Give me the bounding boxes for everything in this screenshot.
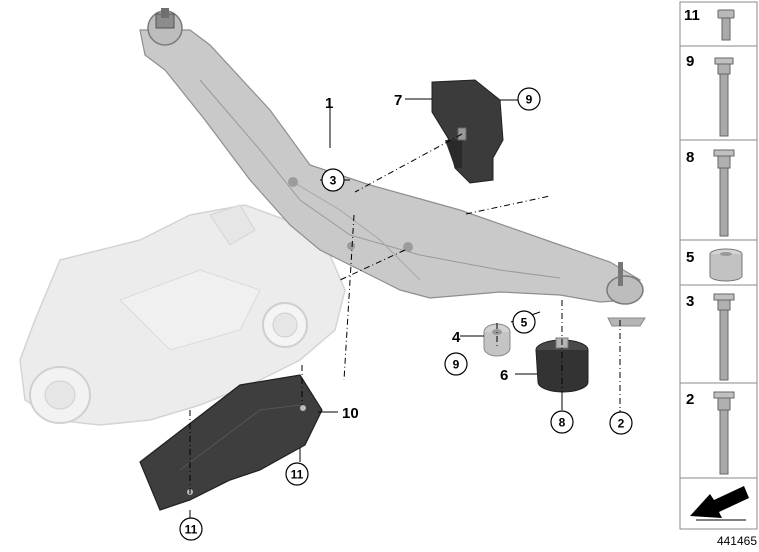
document-number: 441465	[717, 534, 757, 548]
callout-circle-3: 3	[321, 168, 345, 192]
callout-11a: 11	[185, 523, 198, 537]
callout-9b: 9	[453, 358, 460, 372]
callout-circle-2: 2	[609, 411, 633, 435]
callout-7: 7	[394, 92, 402, 109]
rubber-mount-bracket	[431, 79, 504, 184]
panel-number-3: 3	[686, 293, 694, 310]
leader-lines	[189, 133, 621, 495]
short-bolt-icon	[717, 9, 735, 41]
callout-6: 6	[500, 367, 508, 384]
callout-9a: 9	[526, 93, 533, 107]
rear-axle-carrier	[139, 8, 646, 327]
panel-number-8: 8	[686, 149, 694, 166]
callout-8: 8	[559, 416, 566, 430]
panel-number-11: 11	[684, 7, 700, 24]
callout-circle-11-mid: 11	[285, 462, 309, 486]
panel-number-5: 5	[686, 249, 694, 266]
callout-4: 4	[452, 329, 461, 346]
callout-circle-8: 8	[550, 410, 574, 434]
bushing-icon	[709, 248, 743, 282]
callout-circle-5: 5	[512, 310, 536, 334]
callout-10: 10	[342, 405, 359, 422]
callout-3: 3	[330, 174, 337, 188]
parts-panel: 11 9 8 5 3	[679, 1, 758, 530]
panel-number-2: 2	[686, 391, 694, 408]
callout-1: 1	[325, 95, 333, 112]
callout-11b: 11	[291, 468, 304, 482]
callout-2: 2	[618, 417, 625, 431]
callout-circle-9-bottom: 9	[444, 352, 468, 376]
callout-circle-9-top: 9	[517, 87, 541, 111]
direction-arrow-icon	[690, 486, 749, 521]
long-bolt-icon	[713, 149, 735, 237]
long-bolt-icon	[713, 391, 735, 475]
callout-circle-11-bottom: 11	[179, 517, 203, 541]
panel-number-9: 9	[686, 53, 694, 70]
long-bolt-icon	[713, 293, 735, 381]
long-bolt-icon	[714, 57, 734, 137]
callout-5: 5	[521, 316, 528, 330]
differential-ghost	[19, 204, 346, 426]
small-bushing	[483, 323, 511, 357]
